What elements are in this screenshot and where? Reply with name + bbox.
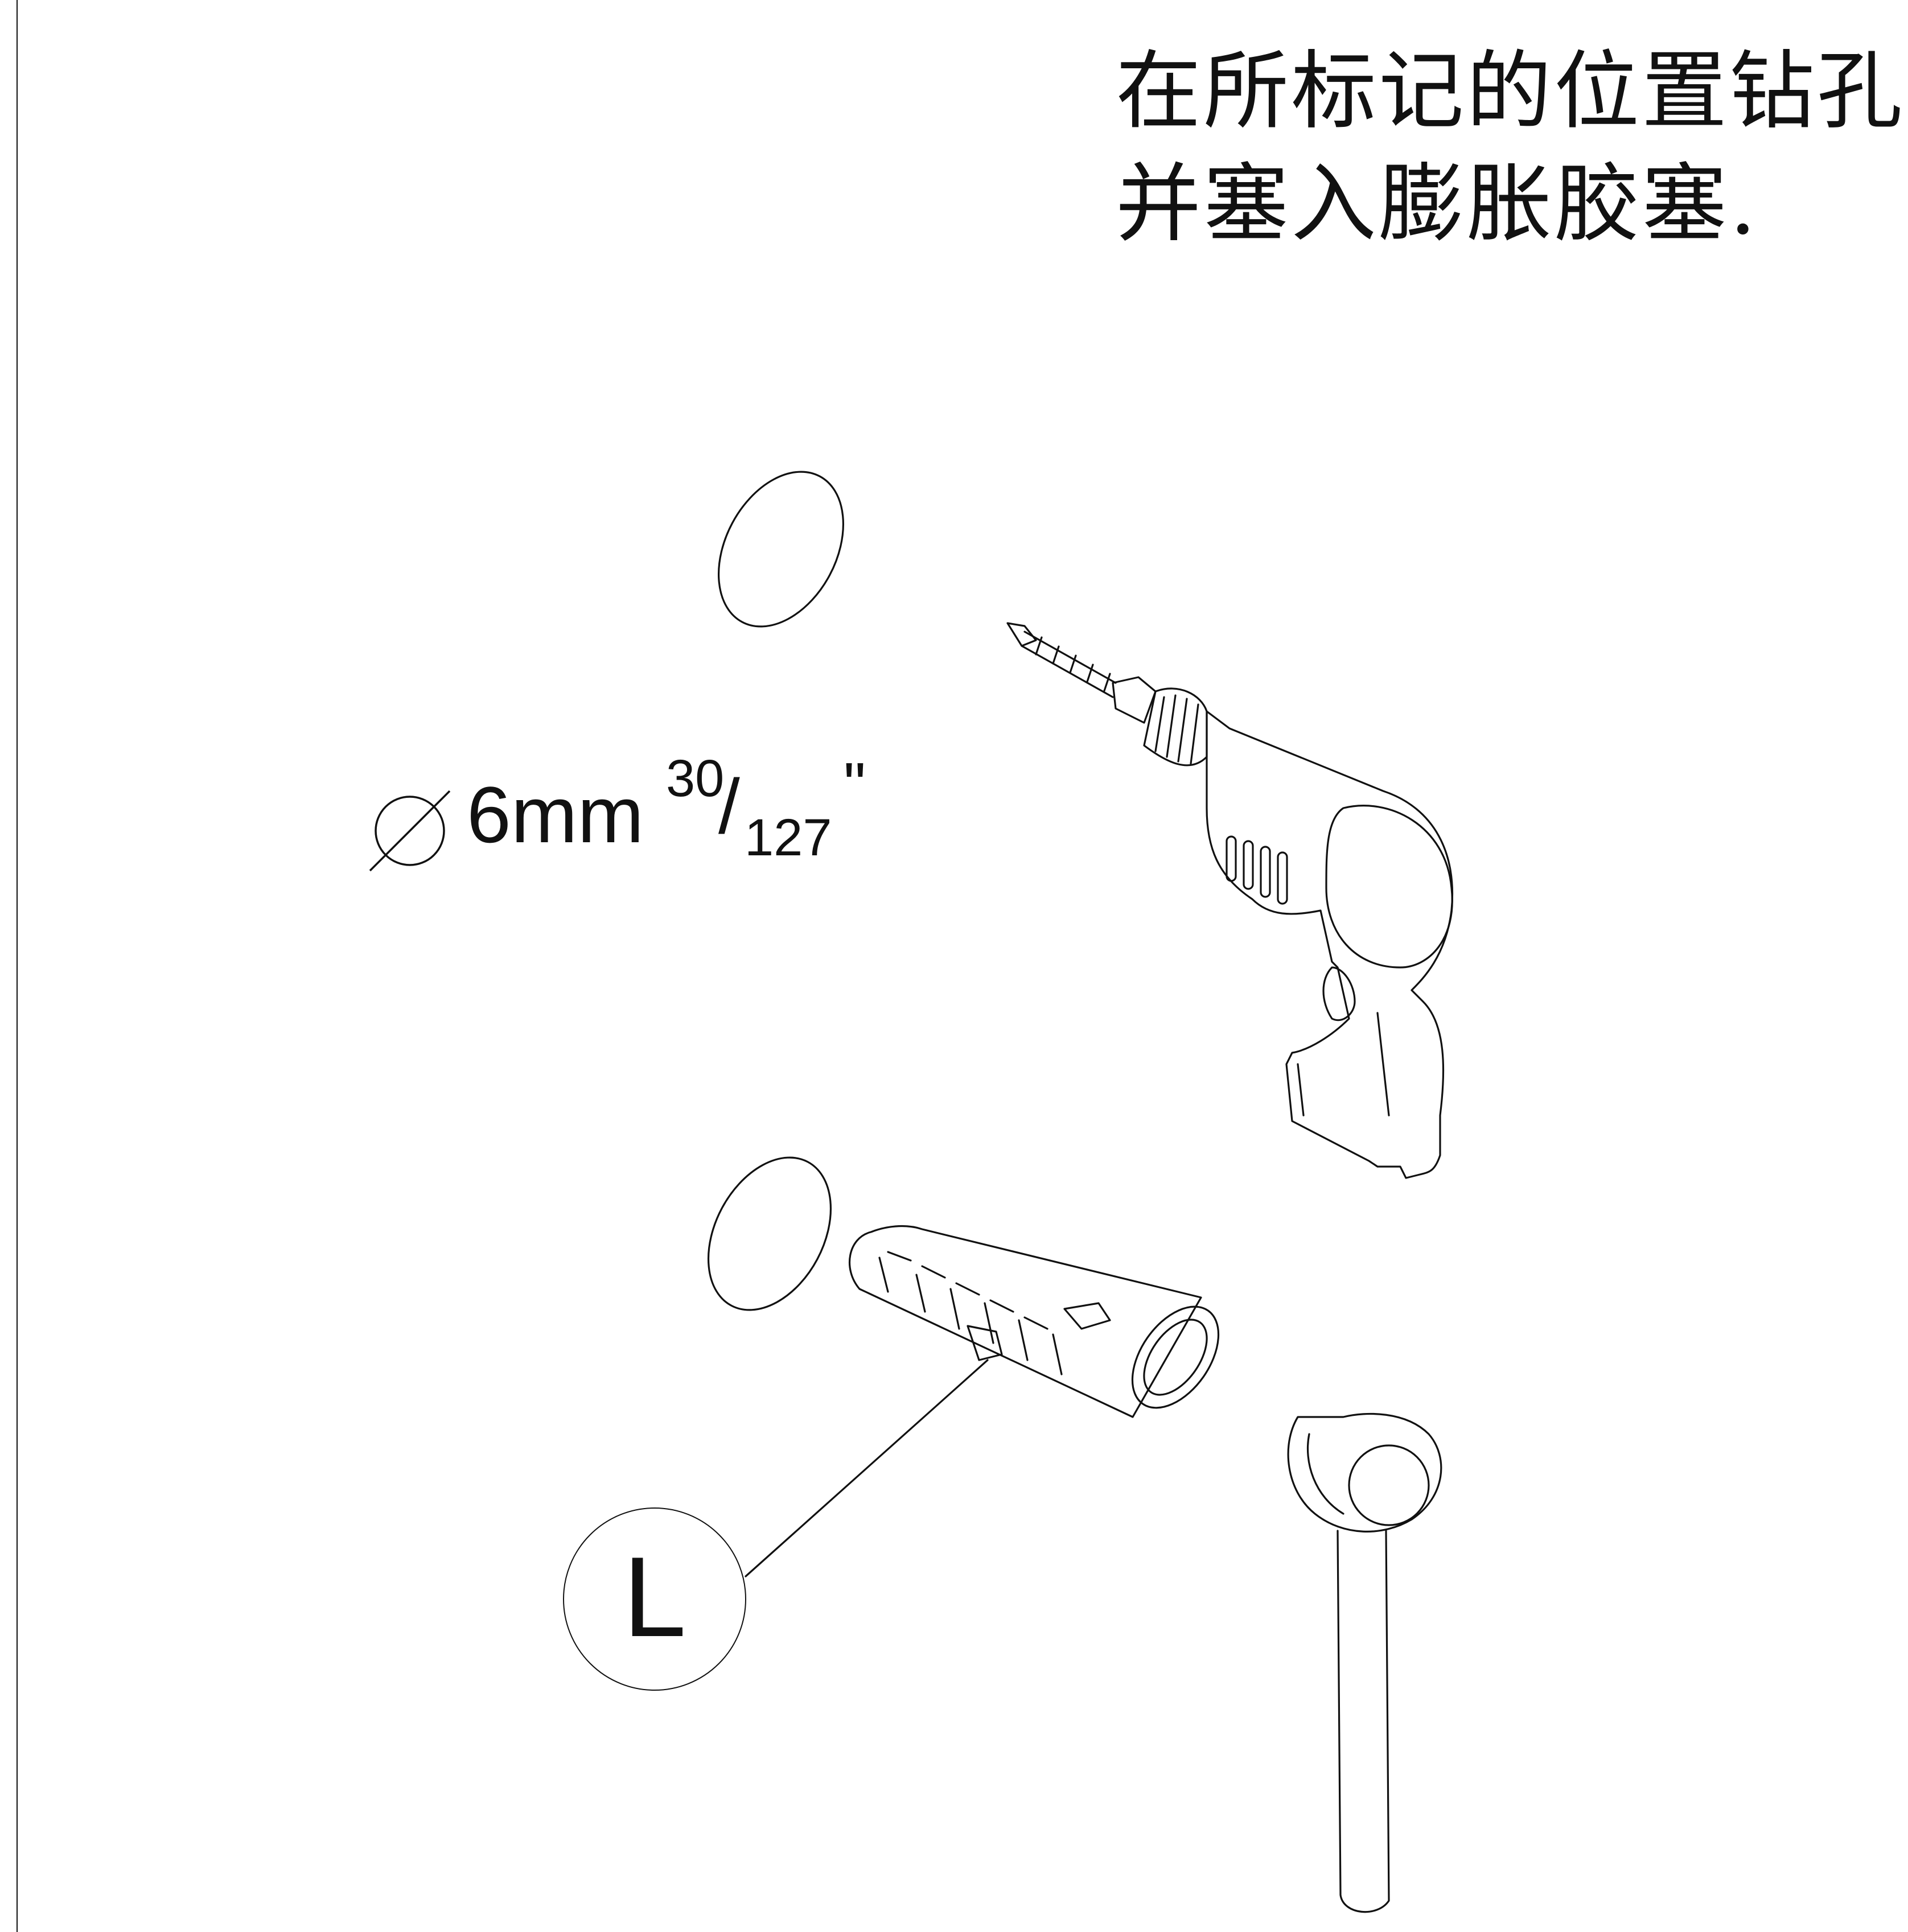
diameter-symbol-icon [369, 790, 451, 872]
instruction-line-2: 并塞入膨胀胶塞. [1116, 155, 1759, 254]
leader-line [745, 1359, 989, 1577]
fraction-denominator: 127 [745, 809, 832, 867]
drill-hole-marker-upper [717, 471, 845, 628]
drill-icon [1006, 622, 1454, 1179]
drill-hole-marker-lower [707, 1156, 832, 1311]
hammer-icon [1287, 1412, 1442, 1913]
instruction-text: 在所标记的位置钻孔 并塞入膨胀胶塞. [1116, 35, 1905, 261]
wall-plug-icon [849, 1225, 1220, 1418]
inch-mark: " [844, 750, 866, 820]
part-label: L [623, 1534, 686, 1661]
part-label-circle [563, 1507, 746, 1691]
instruction-line-1: 在所标记的位置钻孔 [1116, 42, 1905, 141]
hole-diameter-spec: 6mm 30 / 127 " [364, 745, 877, 893]
fraction-numerator: 30 [666, 749, 725, 808]
fraction-slash: / [718, 763, 740, 850]
diameter-value: 6mm [467, 770, 644, 859]
